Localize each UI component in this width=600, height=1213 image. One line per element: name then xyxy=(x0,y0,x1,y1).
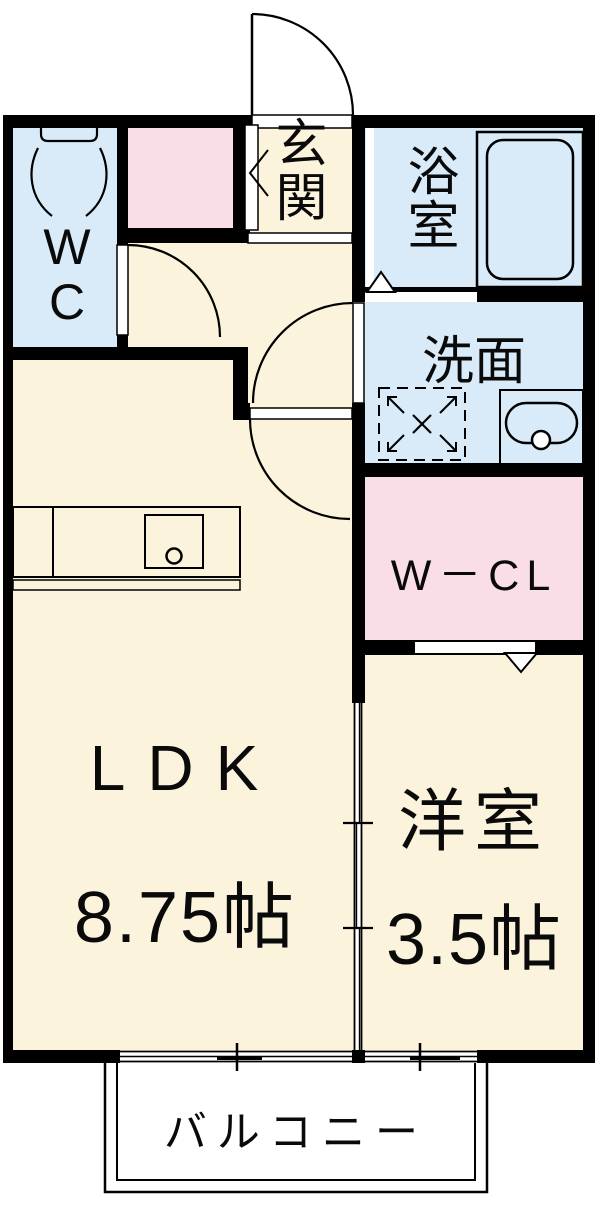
balcony-outline xyxy=(103,1063,489,1194)
kitchen-counter xyxy=(12,506,241,591)
entrance-label: 玄関 xyxy=(267,116,325,224)
bathroom-folding-door-icon xyxy=(365,270,397,293)
washroom-door-arc xyxy=(251,301,354,404)
entrance-door-opening xyxy=(251,114,353,129)
bathtub-icon xyxy=(475,130,585,289)
walk-in-closet-label: W－CL xyxy=(390,552,558,600)
ldk-label: LDK xyxy=(89,732,281,804)
washroom-label: 洗面 xyxy=(421,333,526,391)
walls xyxy=(3,115,595,1063)
entrance-step xyxy=(247,232,353,244)
ldk-window xyxy=(120,1043,352,1071)
washing-machine-icon xyxy=(378,387,466,461)
sink-icon xyxy=(499,389,584,466)
balcony-label: バルコニー xyxy=(163,1109,429,1157)
fixtures xyxy=(12,128,585,591)
ldk-size: 8.75帖 xyxy=(73,878,297,958)
wc-door-opening xyxy=(116,244,129,336)
shoe-cabinet-door-icon xyxy=(248,149,269,197)
balcony-floor xyxy=(105,1063,487,1192)
closet-folding-door-icon xyxy=(502,652,540,674)
walk-in-closet-floor xyxy=(365,477,583,640)
closet-floor xyxy=(128,128,233,228)
western-room-label: 洋室 xyxy=(397,784,550,860)
windows xyxy=(120,1043,477,1071)
doors xyxy=(127,12,540,674)
bathroom-floor xyxy=(365,128,583,287)
hall-door-arc xyxy=(248,418,351,521)
western-room-size: 3.5帖 xyxy=(385,900,563,980)
closet-door-opening xyxy=(415,642,535,653)
wc-floor xyxy=(13,128,117,347)
bathroom-edge-strip xyxy=(366,128,374,287)
hall-door-opening xyxy=(249,407,353,420)
stove-icon xyxy=(144,514,204,569)
shoe-cabinet xyxy=(244,124,259,231)
washroom-door-opening xyxy=(352,302,365,404)
toilet-icon xyxy=(30,128,108,217)
wc-label: WC xyxy=(43,219,91,330)
bathroom-door-opening xyxy=(365,292,477,302)
bathroom-label: 浴室 xyxy=(399,144,457,252)
sliding-partition xyxy=(343,703,373,1050)
western-room-window xyxy=(365,1043,477,1071)
wall-openings xyxy=(116,114,535,653)
entrance-door-arc xyxy=(250,12,355,116)
wc-door-arc xyxy=(127,243,222,338)
room-floors xyxy=(13,128,583,1050)
